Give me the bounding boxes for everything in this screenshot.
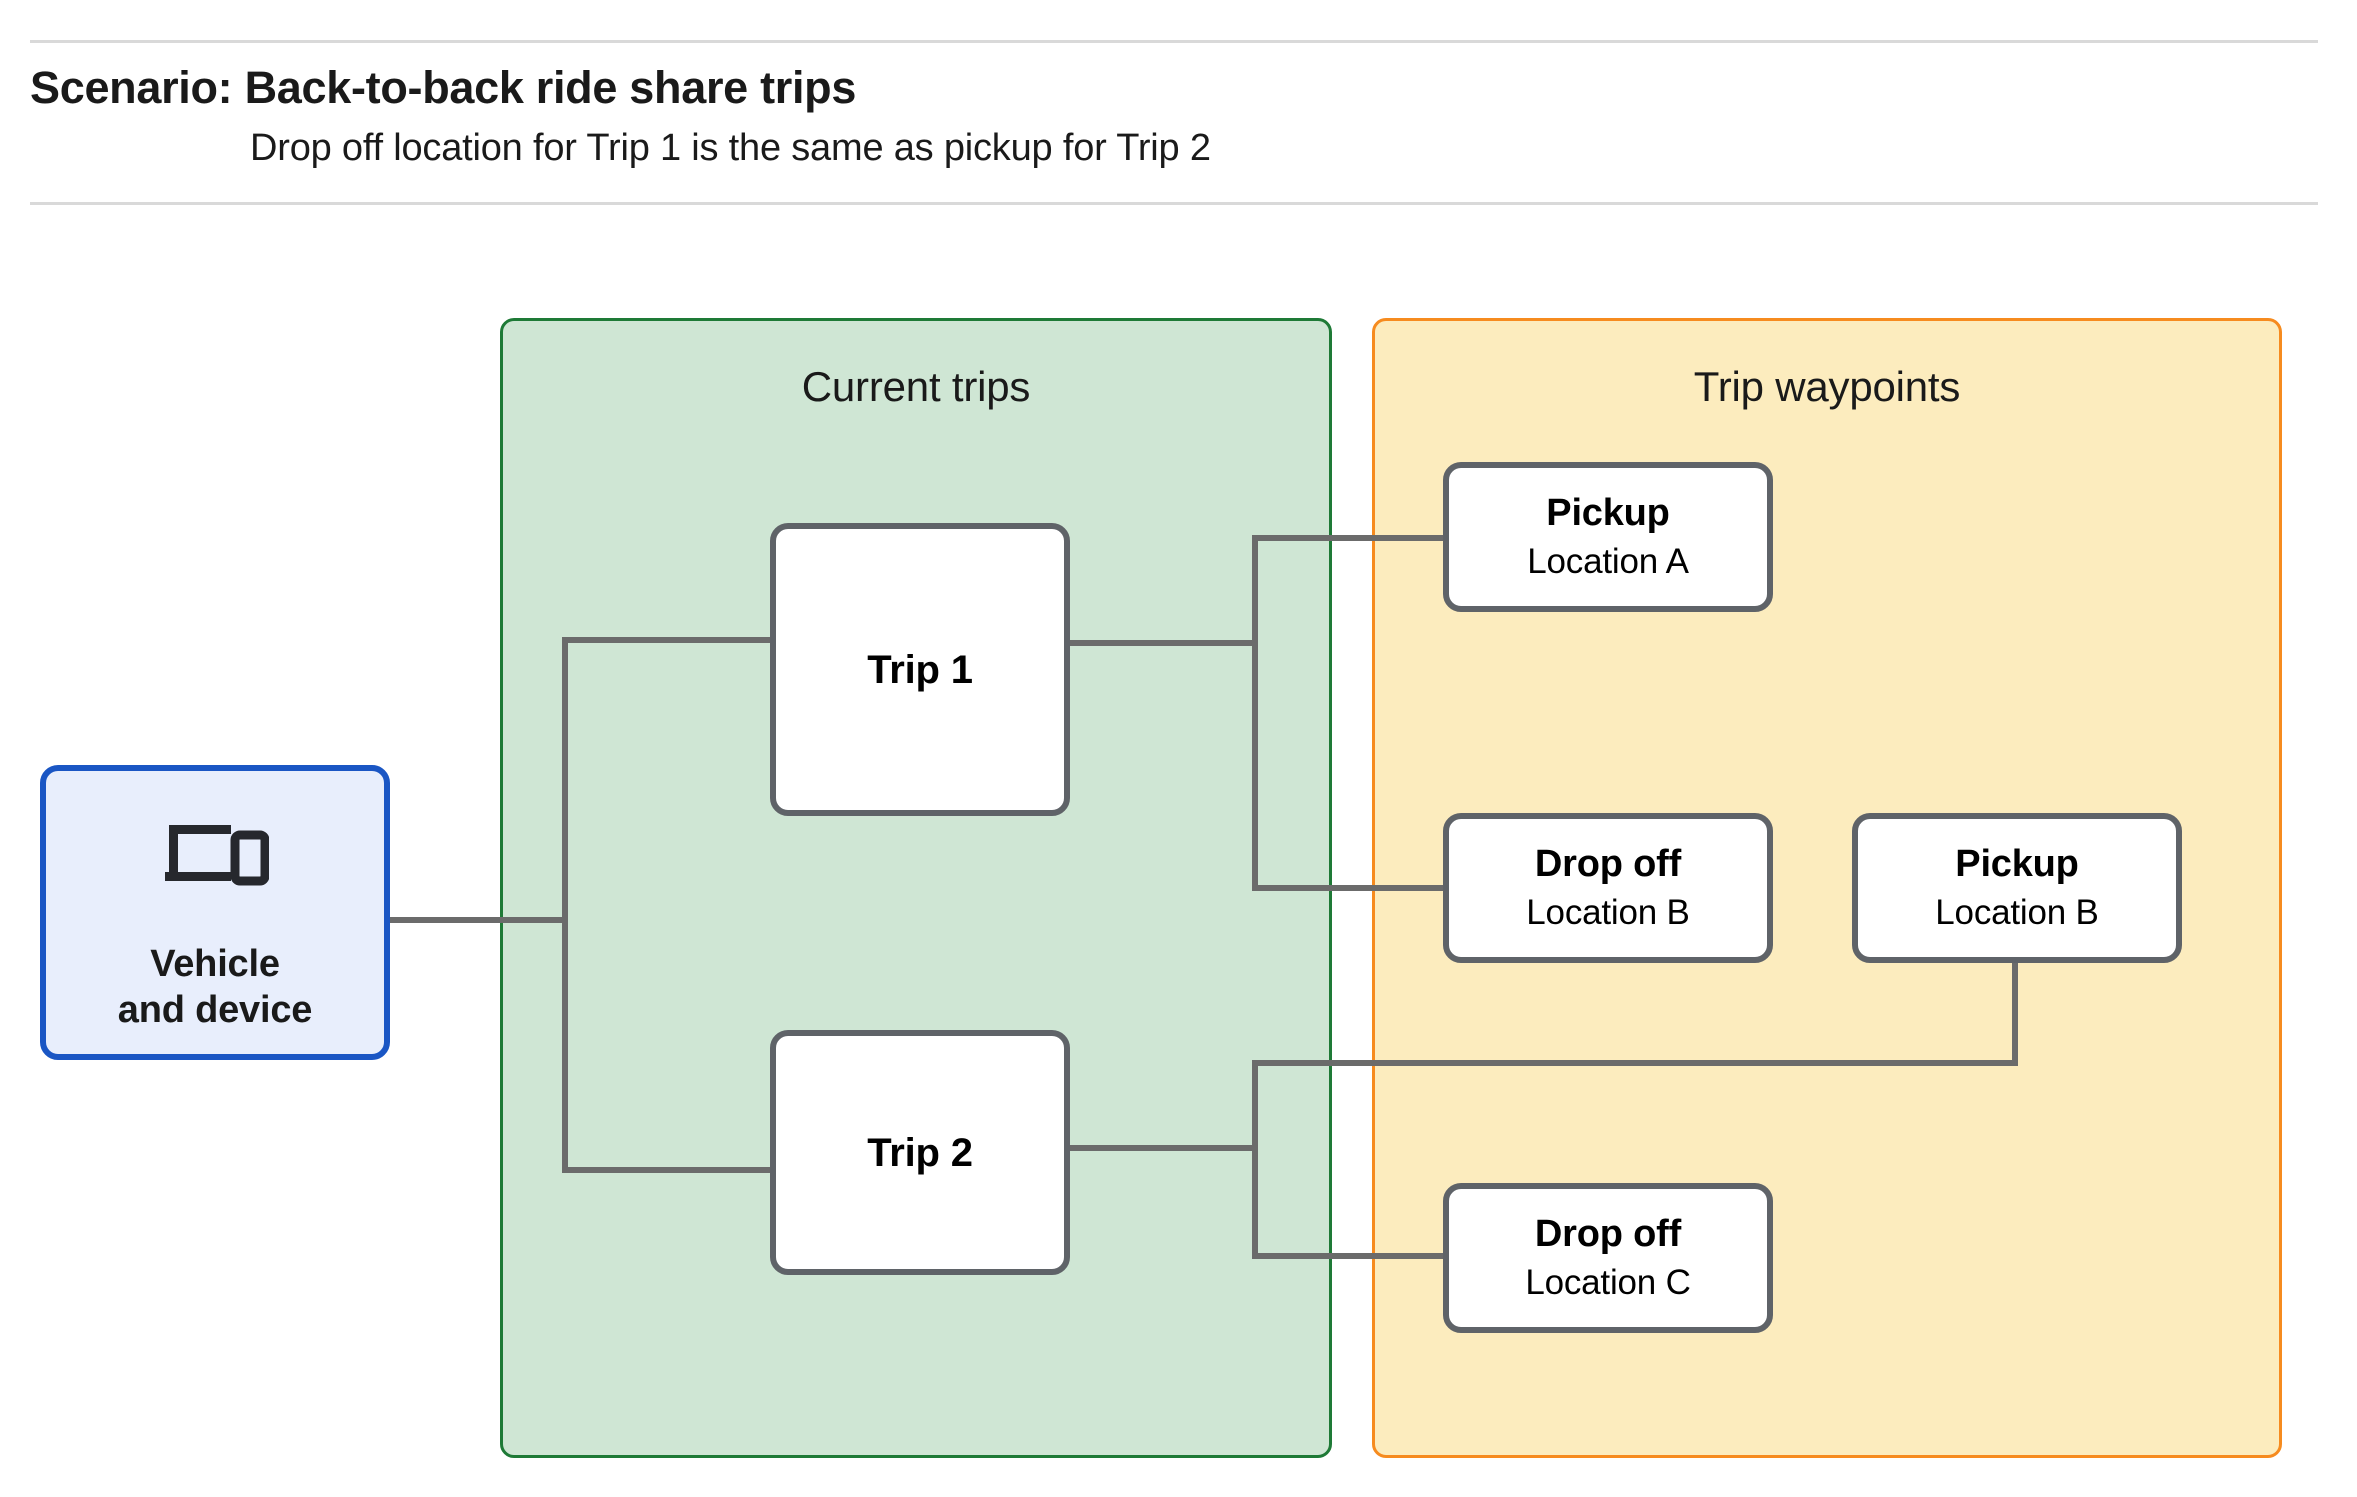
devices-icon [165, 825, 269, 886]
node-trip-1-label: Trip 1 [867, 647, 973, 692]
node-dropoff-b-type: Drop off [1534, 843, 1682, 886]
connector-spine-to-trip-1 [562, 637, 776, 643]
group-current-trips-title: Current trips [801, 363, 1031, 410]
connector-trip-2-to-junction [1064, 1145, 1258, 1151]
connector-trip-1-to-junction [1064, 640, 1258, 646]
node-pickup-b[interactable]: Pickup Location B [1852, 813, 2182, 963]
connector-junction-1-to-pickup-a [1252, 535, 1449, 541]
node-vehicle-and-device[interactable]: Vehicle and device [40, 765, 390, 1060]
header-divider-bottom [30, 202, 2318, 205]
connector-junction-2-to-pickup-b [1252, 1060, 2018, 1066]
connector-spine-vertical [562, 637, 568, 1173]
node-pickup-a-location: Location A [1527, 541, 1689, 581]
connector-junction-2-to-dropoff-c [1252, 1253, 1449, 1259]
node-trip-1[interactable]: Trip 1 [770, 523, 1070, 816]
page-subtitle: Drop off location for Trip 1 is the same… [250, 127, 1211, 169]
connector-junction-1-to-dropoff-b [1252, 885, 1449, 891]
node-dropoff-c[interactable]: Drop off Location C [1443, 1183, 1773, 1333]
node-pickup-b-type: Pickup [1955, 843, 2079, 886]
node-pickup-b-location: Location B [1935, 892, 2099, 932]
node-dropoff-b[interactable]: Drop off Location B [1443, 813, 1773, 963]
node-pickup-a-type: Pickup [1546, 492, 1670, 535]
node-vehicle-label: Vehicle and device [117, 941, 313, 1034]
node-trip-2[interactable]: Trip 2 [770, 1030, 1070, 1275]
node-dropoff-c-location: Location C [1525, 1262, 1691, 1302]
connector-vehicle-to-spine [388, 917, 568, 923]
connector-junction-1-vertical [1252, 535, 1258, 891]
page-title: Scenario: Back-to-back ride share trips [30, 62, 857, 113]
vehicle-label-line-1: Vehicle [150, 943, 280, 985]
node-dropoff-c-type: Drop off [1534, 1213, 1682, 1256]
vehicle-label-line-2: and device [117, 989, 313, 1032]
header-divider-top [30, 40, 2318, 43]
node-pickup-a[interactable]: Pickup Location A [1443, 462, 1773, 612]
connector-junction-2-vertical [1252, 1060, 1258, 1259]
connector-pickup-b-drop-vertical [2012, 960, 2018, 1063]
node-trip-2-label: Trip 2 [867, 1130, 973, 1175]
node-dropoff-b-location: Location B [1526, 892, 1690, 932]
connector-spine-to-trip-2 [562, 1167, 776, 1173]
group-trip-waypoints-title: Trip waypoints [1693, 363, 1961, 410]
